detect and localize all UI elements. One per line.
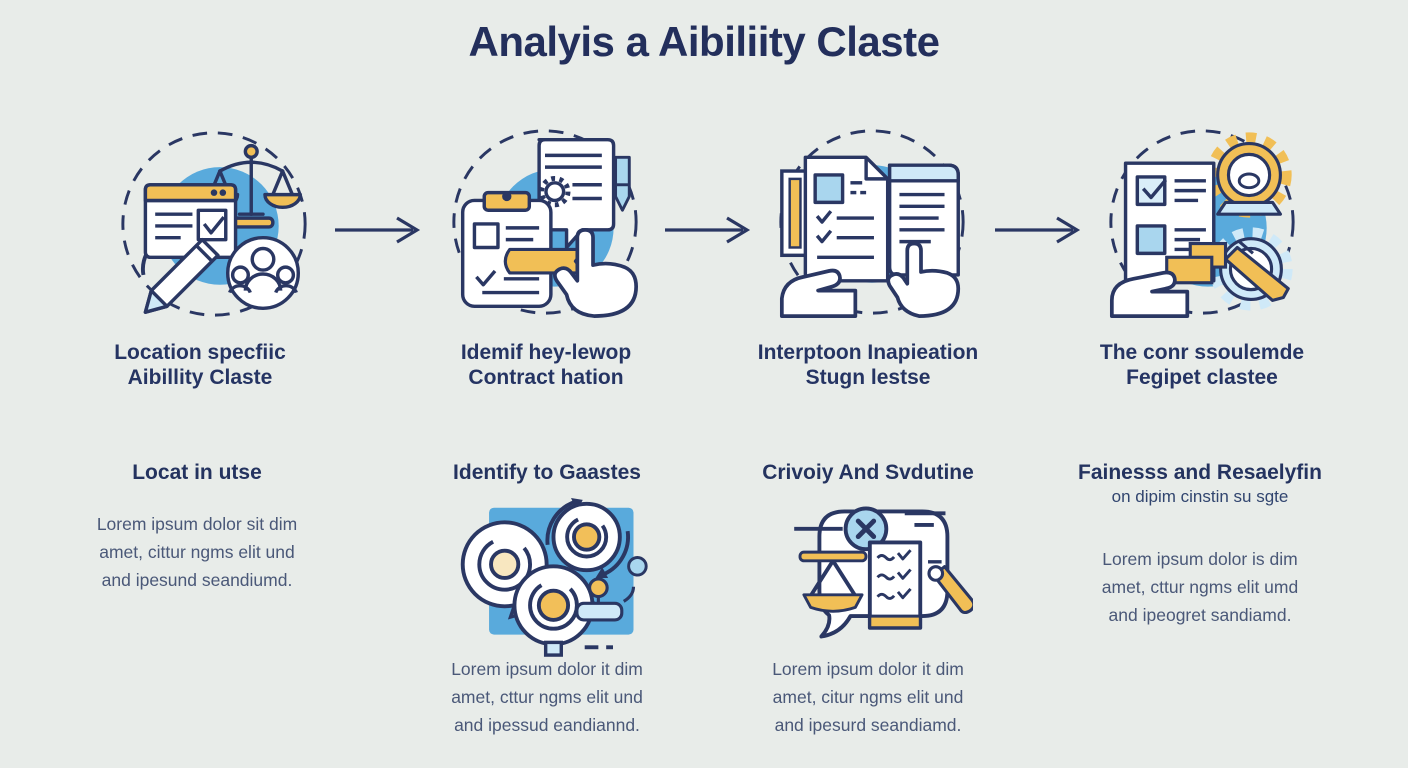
scale-checklist-review-icon: [788, 492, 976, 657]
detail-2-body: Lorem ipsum dolor it dim amet, cttur ngm…: [387, 655, 707, 739]
detail-2-body-line: amet, cttur ngms elit und: [451, 687, 643, 707]
step-1-label-line1: Location specfiic: [114, 341, 286, 364]
step-4-label-line1: The conr ssoulemde: [1099, 341, 1305, 364]
detail-4-body-line: Lorem ipsum dolor is dim: [1102, 549, 1298, 569]
step-4-label-line2: Fegipet clastee: [1126, 366, 1278, 389]
detail-2-body-line: Lorem ipsum dolor it dim: [451, 659, 643, 679]
detail-2-heading: Identify to Gaastes: [453, 461, 641, 484]
arrow-icon: [663, 214, 755, 251]
detail-1-body-line: amet, cittur ngms elit und: [99, 542, 295, 562]
detail-1-heading: Locat in utse: [132, 461, 262, 484]
step-3-label-line1: Interptoon Inapieation: [757, 341, 979, 364]
step-2-label-line1: Idemif hey-lewop: [460, 341, 632, 364]
page-title: Analyis a Aibiliity Claste: [468, 18, 940, 65]
detail-4-body-line: and ipeogret sandiamd.: [1108, 605, 1292, 625]
detail-4-body-line: amet, cttur ngms elit umd: [1101, 577, 1299, 597]
detail-3-body-line: amet, citur ngms elit und: [772, 687, 964, 707]
detail-4-heading: Fainesss and Resaelyfin: [1078, 461, 1322, 484]
detail-3-heading: Crivoiy And Svdutine: [762, 461, 974, 484]
detail-3-body: Lorem ipsum dolor it dim amet, citur ngm…: [708, 655, 1028, 739]
step-2-label-line2: Contract hation: [468, 366, 624, 389]
step-1-label: Location specfiic Aibillity Claste: [40, 340, 360, 390]
step-4-label: The conr ssoulemde Fegipet clastee: [1042, 340, 1362, 390]
scales-browser-people-icon: [116, 126, 312, 327]
detail-1-body-line: Lorem ipsum dolor sit dim: [96, 514, 298, 534]
detail-1-body: Lorem ipsum dolor sit dim amet, cittur n…: [37, 510, 357, 594]
detail-1-body-line: and ipesund seandiumd.: [101, 570, 293, 590]
arrow-icon: [333, 214, 425, 251]
arrow-icon: [993, 214, 1085, 251]
detail-4-body: Lorem ipsum dolor is dim amet, cttur ngm…: [1040, 545, 1360, 629]
step-3-label: Interptoon Inapieation Stugn lestse: [708, 340, 1028, 390]
step-3-label-line2: Stugn lestse: [805, 366, 931, 389]
documents-review-hands-icon: [774, 124, 970, 325]
step-1-label-line2: Aibillity Claste: [127, 366, 273, 389]
checklist-gears-hand-icon: [1104, 124, 1300, 325]
detail-2-body-line: and ipessud eandiannd.: [454, 715, 640, 735]
detail-3-body-line: Lorem ipsum dolor it dim: [772, 659, 964, 679]
cycle-targets-stamp-icon: [450, 496, 655, 663]
clipboard-document-hand-icon: [447, 124, 643, 325]
step-2-label: Idemif hey-lewop Contract hation: [386, 340, 706, 390]
detail-4-subheading: on dipim cinstin su sgte: [1111, 487, 1289, 506]
detail-3-body-line: and ipesurd seandiamd.: [774, 715, 962, 735]
